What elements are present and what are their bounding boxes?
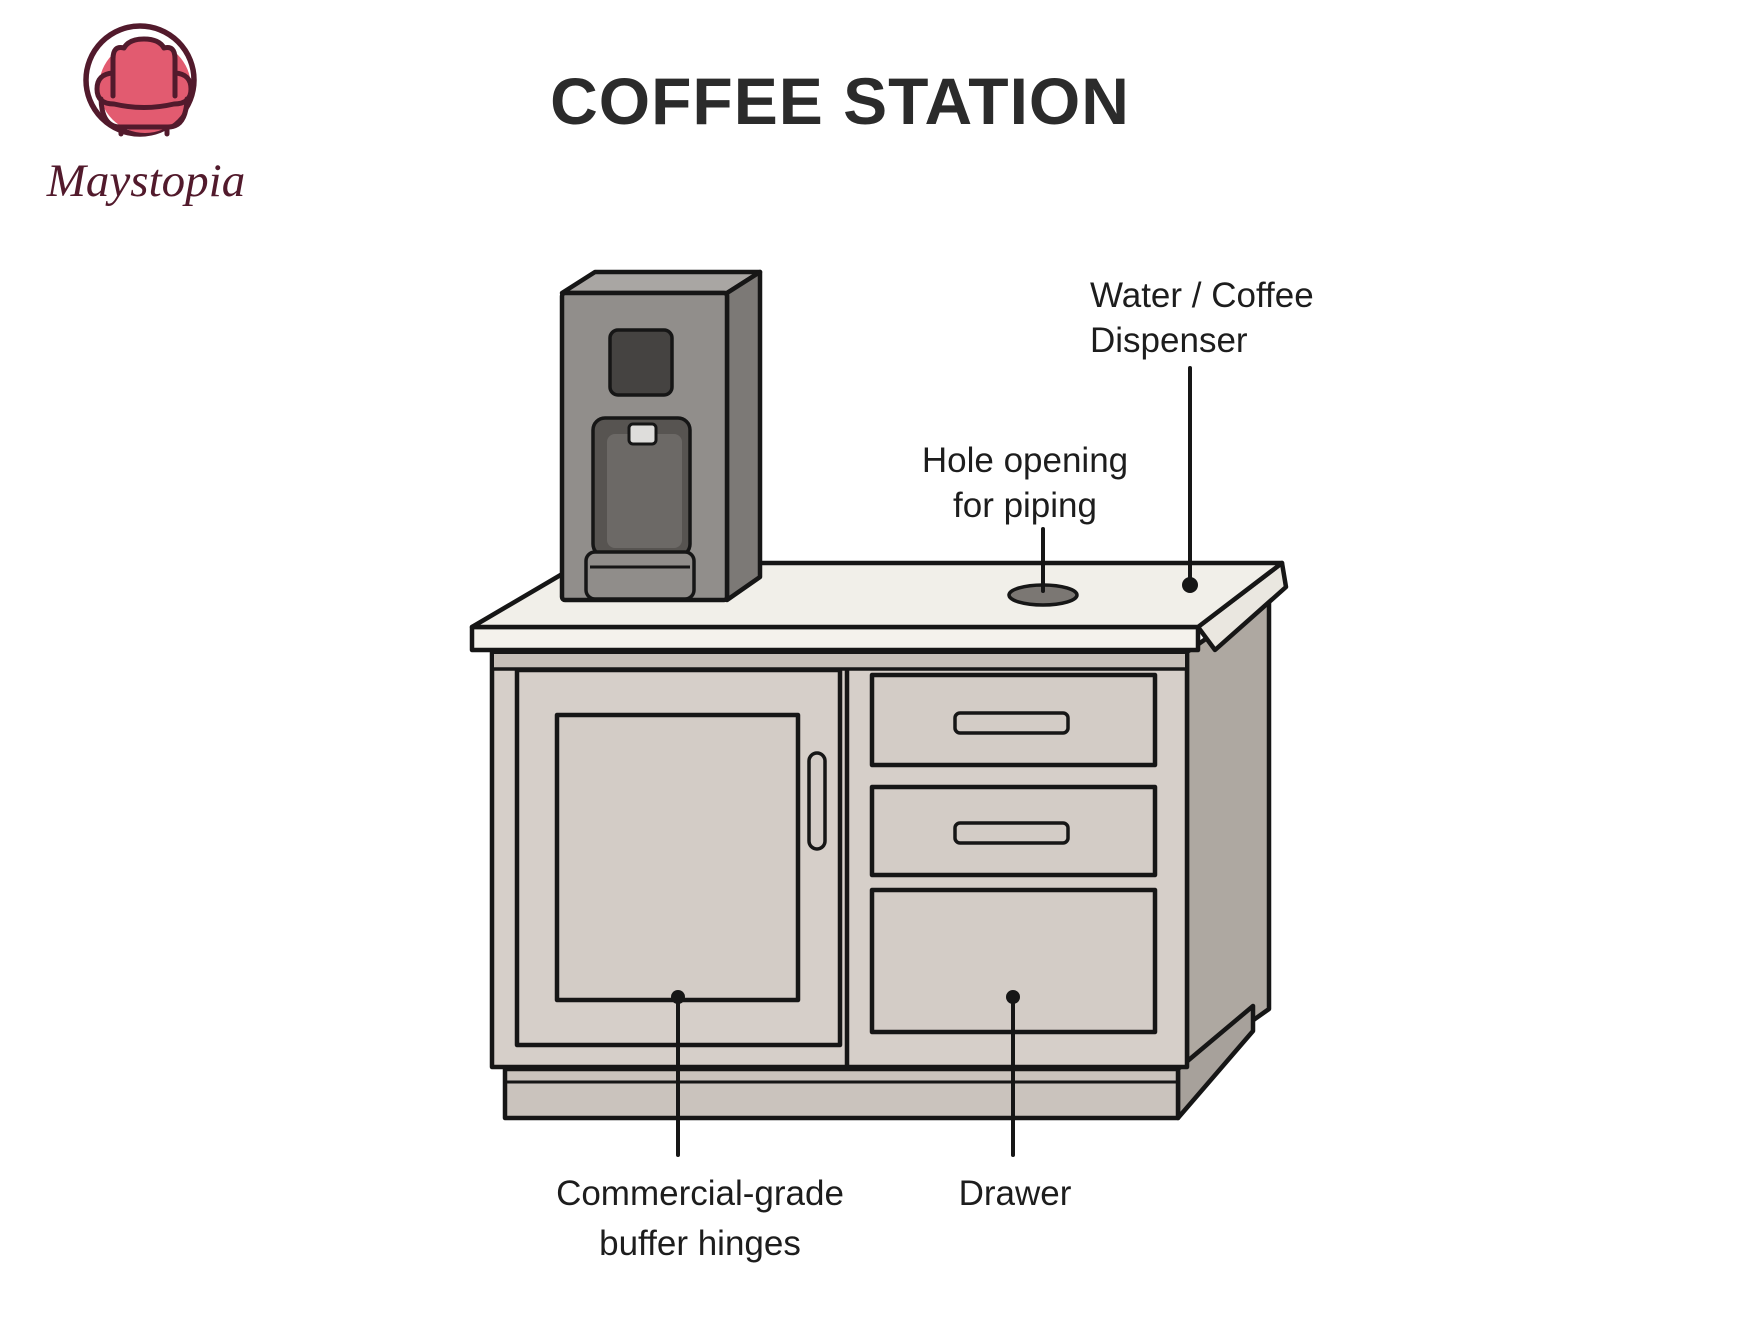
label-dispenser-line2: Dispenser	[1090, 321, 1248, 360]
brand-logo: Maystopia	[46, 23, 245, 207]
leader-hinges-dot	[671, 990, 685, 1004]
drawer-handle-top	[953, 711, 1070, 735]
cabinet-door-panel	[554, 712, 801, 1003]
countertop-front-edge	[469, 624, 1201, 653]
cabinet-side-face	[1184, 592, 1272, 1070]
label-hole-line2: for piping	[953, 486, 1097, 525]
annotation-labels: Water / Coffee Dispenser Hole opening fo…	[556, 276, 1314, 1263]
dispenser-drip-tray	[584, 550, 696, 601]
logo-pink-circle	[99, 41, 191, 133]
leader-dispenser-dot	[1182, 577, 1198, 593]
brand-name: Maystopia	[46, 155, 245, 207]
dispenser-button	[627, 422, 658, 446]
drawer-handle-middle	[953, 821, 1070, 845]
leader-drawer-dot	[1006, 990, 1020, 1004]
door-handle	[807, 751, 827, 851]
label-drawer: Drawer	[959, 1174, 1072, 1213]
label-hinges-line2: buffer hinges	[599, 1224, 801, 1263]
label-dispenser-line1: Water / Coffee	[1090, 276, 1314, 315]
dispenser-recess-inner	[607, 434, 682, 548]
dispenser-side-face	[724, 269, 763, 603]
dispenser-screen	[608, 328, 674, 397]
cabinet	[489, 592, 1272, 1121]
leader-lines	[671, 366, 1198, 1157]
label-hinges-line1: Commercial-grade	[556, 1174, 844, 1213]
armchair-icon	[94, 36, 194, 137]
label-hole-line1: Hole opening	[922, 441, 1128, 480]
page-title: COFFEE STATION	[550, 64, 1130, 138]
cabinet-top-rail	[494, 654, 1185, 669]
plinth-front	[502, 1066, 1181, 1121]
water-coffee-dispenser	[559, 269, 763, 603]
